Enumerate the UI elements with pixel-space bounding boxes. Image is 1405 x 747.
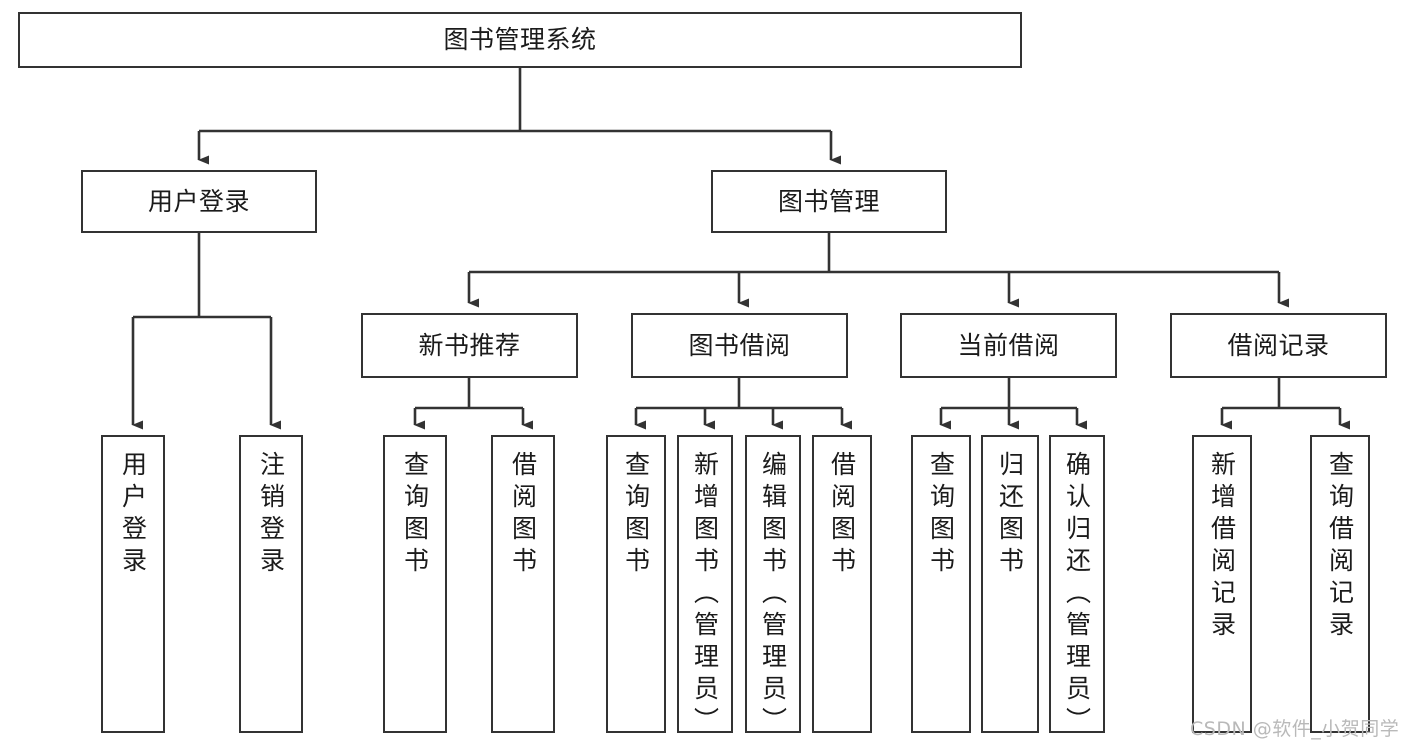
leaf-confirm-return[interactable]: 确认归还（管理员）	[1049, 435, 1105, 739]
leaf-query-book-borrow[interactable]: 查询图书	[606, 435, 666, 733]
node-book-manage[interactable]: 图书管理	[711, 170, 947, 233]
leaf-query-book-current-label: 查询图书	[926, 451, 956, 579]
node-new-book-recommend-label: 新书推荐	[418, 330, 521, 360]
node-current-borrow-label: 当前借阅	[957, 330, 1060, 360]
leaf-add-borrow-record[interactable]: 新增借阅记录	[1192, 435, 1252, 733]
node-root-label: 图书管理系统	[443, 25, 597, 55]
node-user-login[interactable]: 用户登录	[81, 170, 317, 233]
leaf-add-book-label: 新增图书（管理员）	[690, 451, 720, 739]
leaf-query-book-recommend-label: 查询图书	[400, 451, 430, 579]
leaf-add-borrow-record-label: 新增借阅记录	[1207, 451, 1237, 643]
leaf-query-book-borrow-label: 查询图书	[621, 451, 651, 579]
node-borrow-record[interactable]: 借阅记录	[1170, 313, 1387, 378]
node-book-borrow[interactable]: 图书借阅	[631, 313, 848, 378]
leaf-return-book[interactable]: 归还图书	[981, 435, 1039, 733]
node-book-manage-label: 图书管理	[777, 186, 880, 216]
node-root[interactable]: 图书管理系统	[18, 12, 1022, 68]
node-user-login-label: 用户登录	[147, 186, 250, 216]
node-current-borrow[interactable]: 当前借阅	[900, 313, 1117, 378]
leaf-query-book-current[interactable]: 查询图书	[911, 435, 971, 733]
leaf-borrow-book-recommend[interactable]: 借阅图书	[491, 435, 555, 733]
leaf-query-book-recommend[interactable]: 查询图书	[383, 435, 447, 733]
leaf-add-book[interactable]: 新增图书（管理员）	[677, 435, 733, 739]
leaf-borrow-book[interactable]: 借阅图书	[812, 435, 872, 733]
node-new-book-recommend[interactable]: 新书推荐	[361, 313, 578, 378]
leaf-user-login-label: 用户登录	[118, 451, 148, 579]
leaf-confirm-return-label: 确认归还（管理员）	[1062, 451, 1092, 739]
leaf-query-borrow-record[interactable]: 查询借阅记录	[1310, 435, 1370, 733]
leaf-user-login[interactable]: 用户登录	[101, 435, 165, 733]
leaf-borrow-book-label: 借阅图书	[827, 451, 857, 579]
leaf-edit-book-label: 编辑图书（管理员）	[758, 451, 788, 739]
leaf-borrow-book-recommend-label: 借阅图书	[508, 451, 538, 579]
leaf-query-borrow-record-label: 查询借阅记录	[1325, 451, 1355, 643]
leaf-edit-book[interactable]: 编辑图书（管理员）	[745, 435, 801, 739]
node-book-borrow-label: 图书借阅	[688, 330, 791, 360]
leaf-logout[interactable]: 注销登录	[239, 435, 303, 733]
node-borrow-record-label: 借阅记录	[1227, 330, 1330, 360]
leaf-logout-label: 注销登录	[256, 451, 286, 579]
watermark: CSDN @软件_小贺同学	[1190, 718, 1400, 740]
leaf-return-book-label: 归还图书	[995, 451, 1025, 579]
